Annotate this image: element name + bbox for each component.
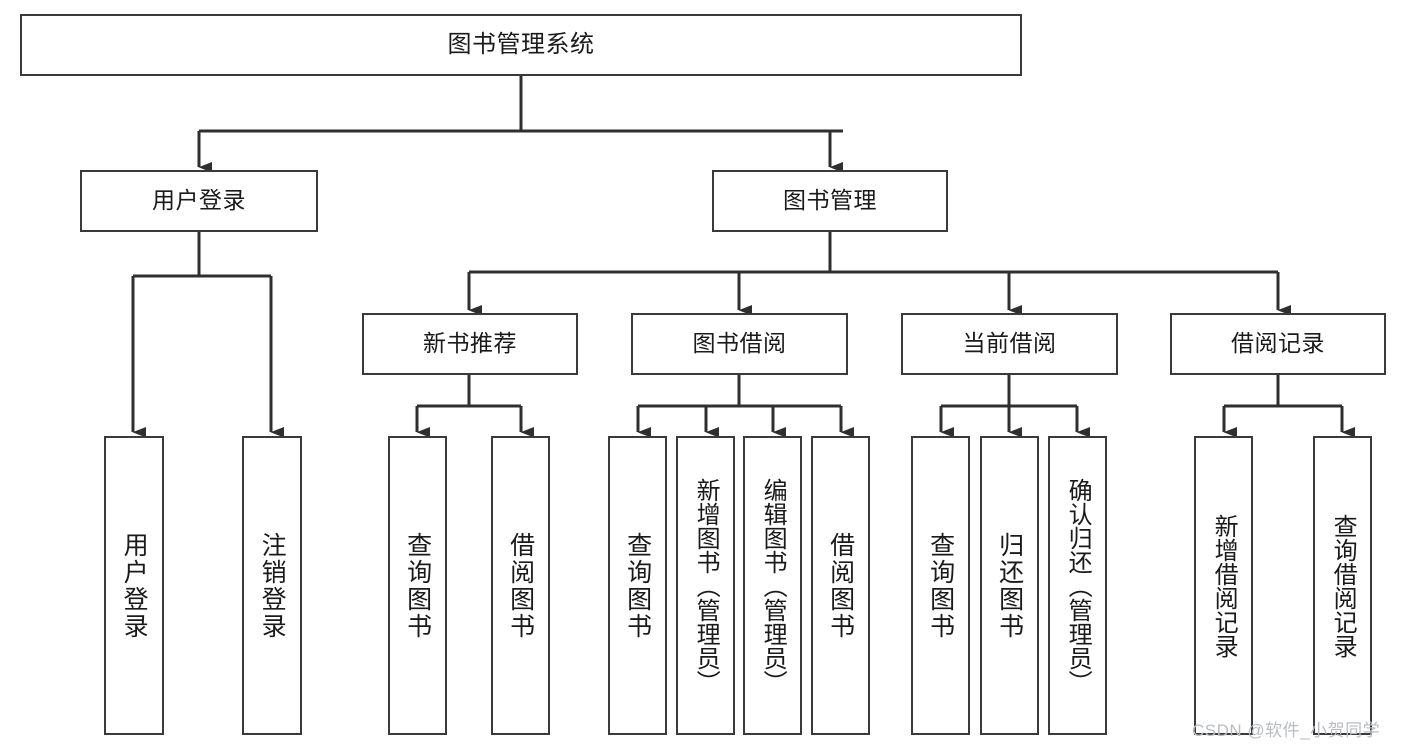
node-book-management[interactable]: 图书管理 [712,170,948,232]
node-borrow-record[interactable]: 借阅记录 [1170,313,1386,375]
node-book-borrow[interactable]: 图书借阅 [631,313,848,375]
leaf-confirm-return-admin-label: 确认归还（管理员） [1064,477,1092,694]
node-book-management-label: 图书管理 [783,187,877,214]
leaf-logout[interactable]: 注销登录 [242,436,302,735]
leaf-borrow-book-recommend[interactable]: 借阅图书 [491,436,550,735]
leaf-edit-book-admin-label: 编辑图书（管理员） [759,477,787,694]
leaf-query-book-recommend[interactable]: 查询图书 [388,436,447,735]
leaf-return-book[interactable]: 归还图书 [980,436,1039,735]
leaf-edit-book-admin[interactable]: 编辑图书（管理员） [743,436,802,735]
node-root-label: 图书管理系统 [447,30,595,58]
leaf-user-login[interactable]: 用户登录 [104,436,164,735]
leaf-borrow-book-borrow-label: 借阅图书 [826,531,855,640]
leaf-confirm-return-admin[interactable]: 确认归还（管理员） [1048,436,1107,735]
csdn-watermark: CSDN @软件_小贺同学 [1192,721,1381,740]
leaf-borrow-book-recommend-label: 借阅图书 [506,531,535,640]
node-current-borrow[interactable]: 当前借阅 [901,313,1118,375]
leaf-add-borrow-record[interactable]: 新增借阅记录 [1194,436,1253,735]
node-current-borrow-label: 当前借阅 [962,330,1057,357]
node-user-login-label: 用户登录 [152,187,246,214]
leaf-logout-label: 注销登录 [258,531,287,640]
leaf-query-book-borrow[interactable]: 查询图书 [608,436,667,735]
node-new-book-recommend-label: 新书推荐 [423,330,517,357]
leaf-add-book-admin-label: 新增图书（管理员） [692,477,720,694]
leaf-query-book-recommend-label: 查询图书 [403,531,432,640]
node-root[interactable]: 图书管理系统 [20,14,1022,76]
leaf-query-borrow-record[interactable]: 查询借阅记录 [1313,436,1372,735]
node-book-borrow-label: 图书借阅 [692,330,787,357]
leaf-query-book-current-label: 查询图书 [926,531,955,640]
node-user-login[interactable]: 用户登录 [80,170,318,232]
leaf-user-login-label: 用户登录 [120,531,149,640]
leaf-borrow-book-borrow[interactable]: 借阅图书 [811,436,870,735]
leaf-add-borrow-record-label: 新增借阅记录 [1210,513,1238,658]
node-new-book-recommend[interactable]: 新书推荐 [362,313,578,375]
leaf-query-book-borrow-label: 查询图书 [623,531,652,640]
leaf-return-book-label: 归还图书 [995,531,1024,640]
leaf-query-book-current[interactable]: 查询图书 [911,436,970,735]
node-borrow-record-label: 借阅记录 [1231,330,1325,357]
leaf-add-book-admin[interactable]: 新增图书（管理员） [676,436,735,735]
leaf-query-borrow-record-label: 查询借阅记录 [1329,513,1357,658]
